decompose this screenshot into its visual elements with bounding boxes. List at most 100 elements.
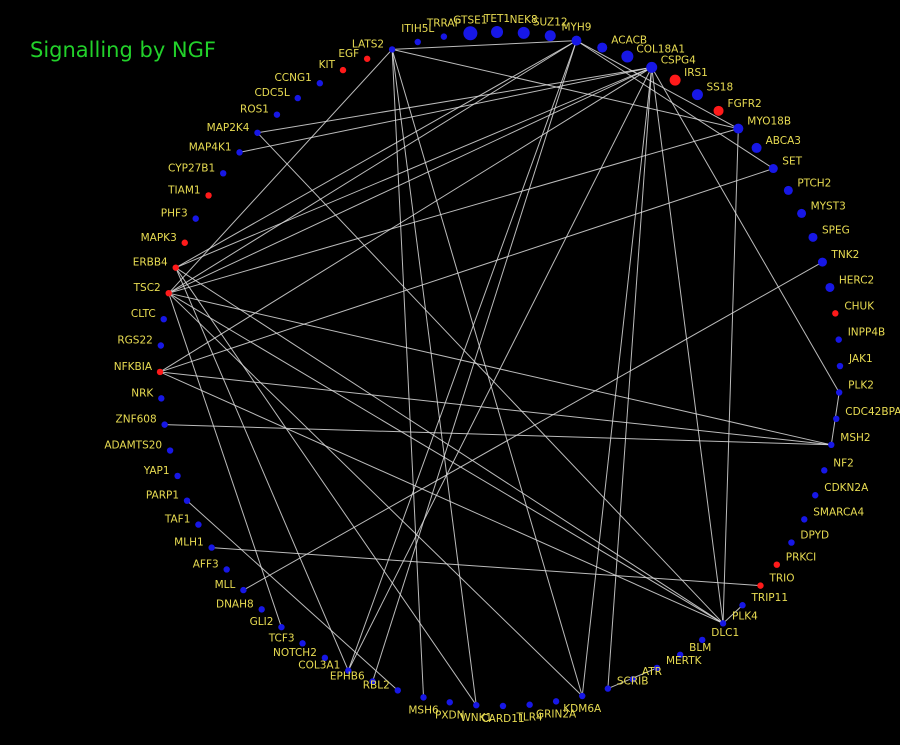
node-label-PLK4: PLK4	[732, 610, 758, 622]
node-CSPG4[interactable]	[646, 61, 658, 73]
node-TRIP11[interactable]	[739, 602, 746, 609]
node-COL18A1[interactable]	[621, 50, 634, 63]
node-NRK[interactable]	[158, 395, 165, 402]
node-SMARCA4[interactable]	[801, 516, 808, 523]
node-MLH1[interactable]	[208, 544, 215, 551]
node-DNAH8[interactable]	[258, 606, 265, 613]
edge-MAP2K4-PLK4	[257, 132, 724, 624]
node-TAF1[interactable]	[195, 521, 202, 528]
node-NEK8[interactable]	[517, 26, 530, 39]
node-label-ROS1: ROS1	[240, 104, 269, 116]
node-ADAMTS20[interactable]	[166, 447, 174, 454]
node-PHF3[interactable]	[192, 215, 199, 222]
node-GLI2[interactable]	[278, 623, 285, 631]
node-GTSE1[interactable]	[463, 26, 478, 41]
node-label-GTSE1: GTSE1	[453, 14, 487, 26]
node-MERTK[interactable]	[653, 664, 661, 672]
node-label-ZNF608: ZNF608	[116, 414, 157, 426]
node-COL3A1[interactable]	[345, 667, 352, 674]
node-ITIH5L[interactable]	[414, 38, 421, 46]
node-PTCH2[interactable]	[783, 185, 793, 195]
node-label-WNK1: WNK1	[460, 712, 492, 724]
node-MLL[interactable]	[240, 586, 247, 594]
node-SPEG[interactable]	[808, 232, 818, 242]
node-IRS1[interactable]	[669, 74, 681, 86]
node-label-NEK8: NEK8	[510, 14, 538, 26]
node-ATR[interactable]	[629, 676, 637, 683]
node-JAK1[interactable]	[836, 362, 844, 370]
node-TNK2[interactable]	[817, 257, 827, 267]
node-CLTC[interactable]	[160, 315, 167, 323]
node-CARD11[interactable]	[499, 702, 507, 710]
node-PRKCI[interactable]	[773, 561, 780, 568]
node-label-IRS1: IRS1	[684, 67, 708, 79]
node-label-CHUK: CHUK	[844, 300, 875, 312]
node-NOTCH2[interactable]	[321, 654, 329, 662]
node-MSH2[interactable]	[828, 441, 835, 449]
edge-CSPG4-MAP2K4	[257, 66, 652, 134]
node-label-ACACB: ACACB	[611, 35, 647, 47]
node-ERBB4[interactable]	[172, 264, 179, 271]
node-MAP2K4[interactable]	[254, 129, 261, 136]
node-PLK2[interactable]	[835, 389, 843, 396]
node-PXDN[interactable]	[446, 699, 453, 706]
node-layer	[156, 26, 844, 710]
node-TIAM1[interactable]	[205, 192, 212, 199]
node-TRIO[interactable]	[757, 582, 764, 589]
node-TCF3[interactable]	[299, 640, 306, 647]
node-CDC42BPA[interactable]	[833, 415, 840, 423]
node-CDKN2A[interactable]	[812, 492, 819, 499]
node-TLR4[interactable]	[526, 701, 533, 708]
node-DPYD[interactable]	[788, 539, 795, 546]
node-KDM6A[interactable]	[579, 692, 586, 700]
node-BLM[interactable]	[676, 651, 684, 658]
node-HERC2[interactable]	[825, 282, 835, 292]
node-MSH6[interactable]	[420, 694, 427, 701]
node-SUZ12[interactable]	[544, 30, 556, 42]
node-TSC2[interactable]	[165, 289, 172, 297]
node-SET[interactable]	[768, 164, 778, 174]
node-ABCA3[interactable]	[751, 142, 762, 153]
node-EPHB6[interactable]	[369, 678, 376, 685]
node-TET1[interactable]	[491, 26, 504, 39]
node-PLK4[interactable]	[719, 620, 727, 627]
node-label-ITIH5L: ITIH5L	[401, 23, 434, 35]
node-CHUK[interactable]	[832, 310, 839, 317]
node-RBL2[interactable]	[394, 687, 401, 694]
node-CDC5L[interactable]	[294, 94, 301, 102]
node-PARP1[interactable]	[183, 497, 191, 504]
node-CYP27B1[interactable]	[220, 170, 227, 177]
node-GRIN2A[interactable]	[552, 698, 560, 705]
node-ZNF608[interactable]	[161, 421, 168, 428]
node-RGS22[interactable]	[157, 342, 165, 349]
node-MYO18B[interactable]	[733, 123, 744, 134]
node-INPP4B[interactable]	[835, 336, 842, 343]
node-KIT[interactable]	[339, 66, 347, 74]
node-MAP4K1[interactable]	[236, 149, 243, 156]
node-WNK1[interactable]	[473, 701, 480, 709]
node-label-NRK: NRK	[131, 387, 154, 399]
node-MYST3[interactable]	[797, 208, 807, 218]
node-TRRAP[interactable]	[440, 33, 448, 40]
edge-ERBB4-WNK1	[175, 267, 477, 706]
node-label-DPYD: DPYD	[800, 530, 829, 542]
node-label-PTCH2: PTCH2	[797, 177, 831, 189]
node-LATS2[interactable]	[388, 46, 396, 53]
node-EGF[interactable]	[363, 55, 371, 62]
node-NFKBIA[interactable]	[156, 368, 164, 376]
node-label-MYH9: MYH9	[561, 22, 591, 34]
node-MAPK3[interactable]	[181, 239, 188, 246]
node-SS18[interactable]	[691, 89, 703, 101]
node-SCRIB[interactable]	[604, 685, 612, 692]
node-CCNG1[interactable]	[316, 80, 324, 87]
node-NF2[interactable]	[821, 467, 828, 474]
node-AFF3[interactable]	[223, 566, 230, 573]
node-ROS1[interactable]	[273, 111, 281, 118]
node-label-CSPG4: CSPG4	[661, 54, 696, 66]
node-FGFR2[interactable]	[713, 105, 724, 116]
node-ACACB[interactable]	[597, 42, 608, 53]
node-DLC1[interactable]	[699, 636, 706, 644]
node-YAP1[interactable]	[174, 472, 181, 480]
node-MYH9[interactable]	[571, 35, 582, 46]
